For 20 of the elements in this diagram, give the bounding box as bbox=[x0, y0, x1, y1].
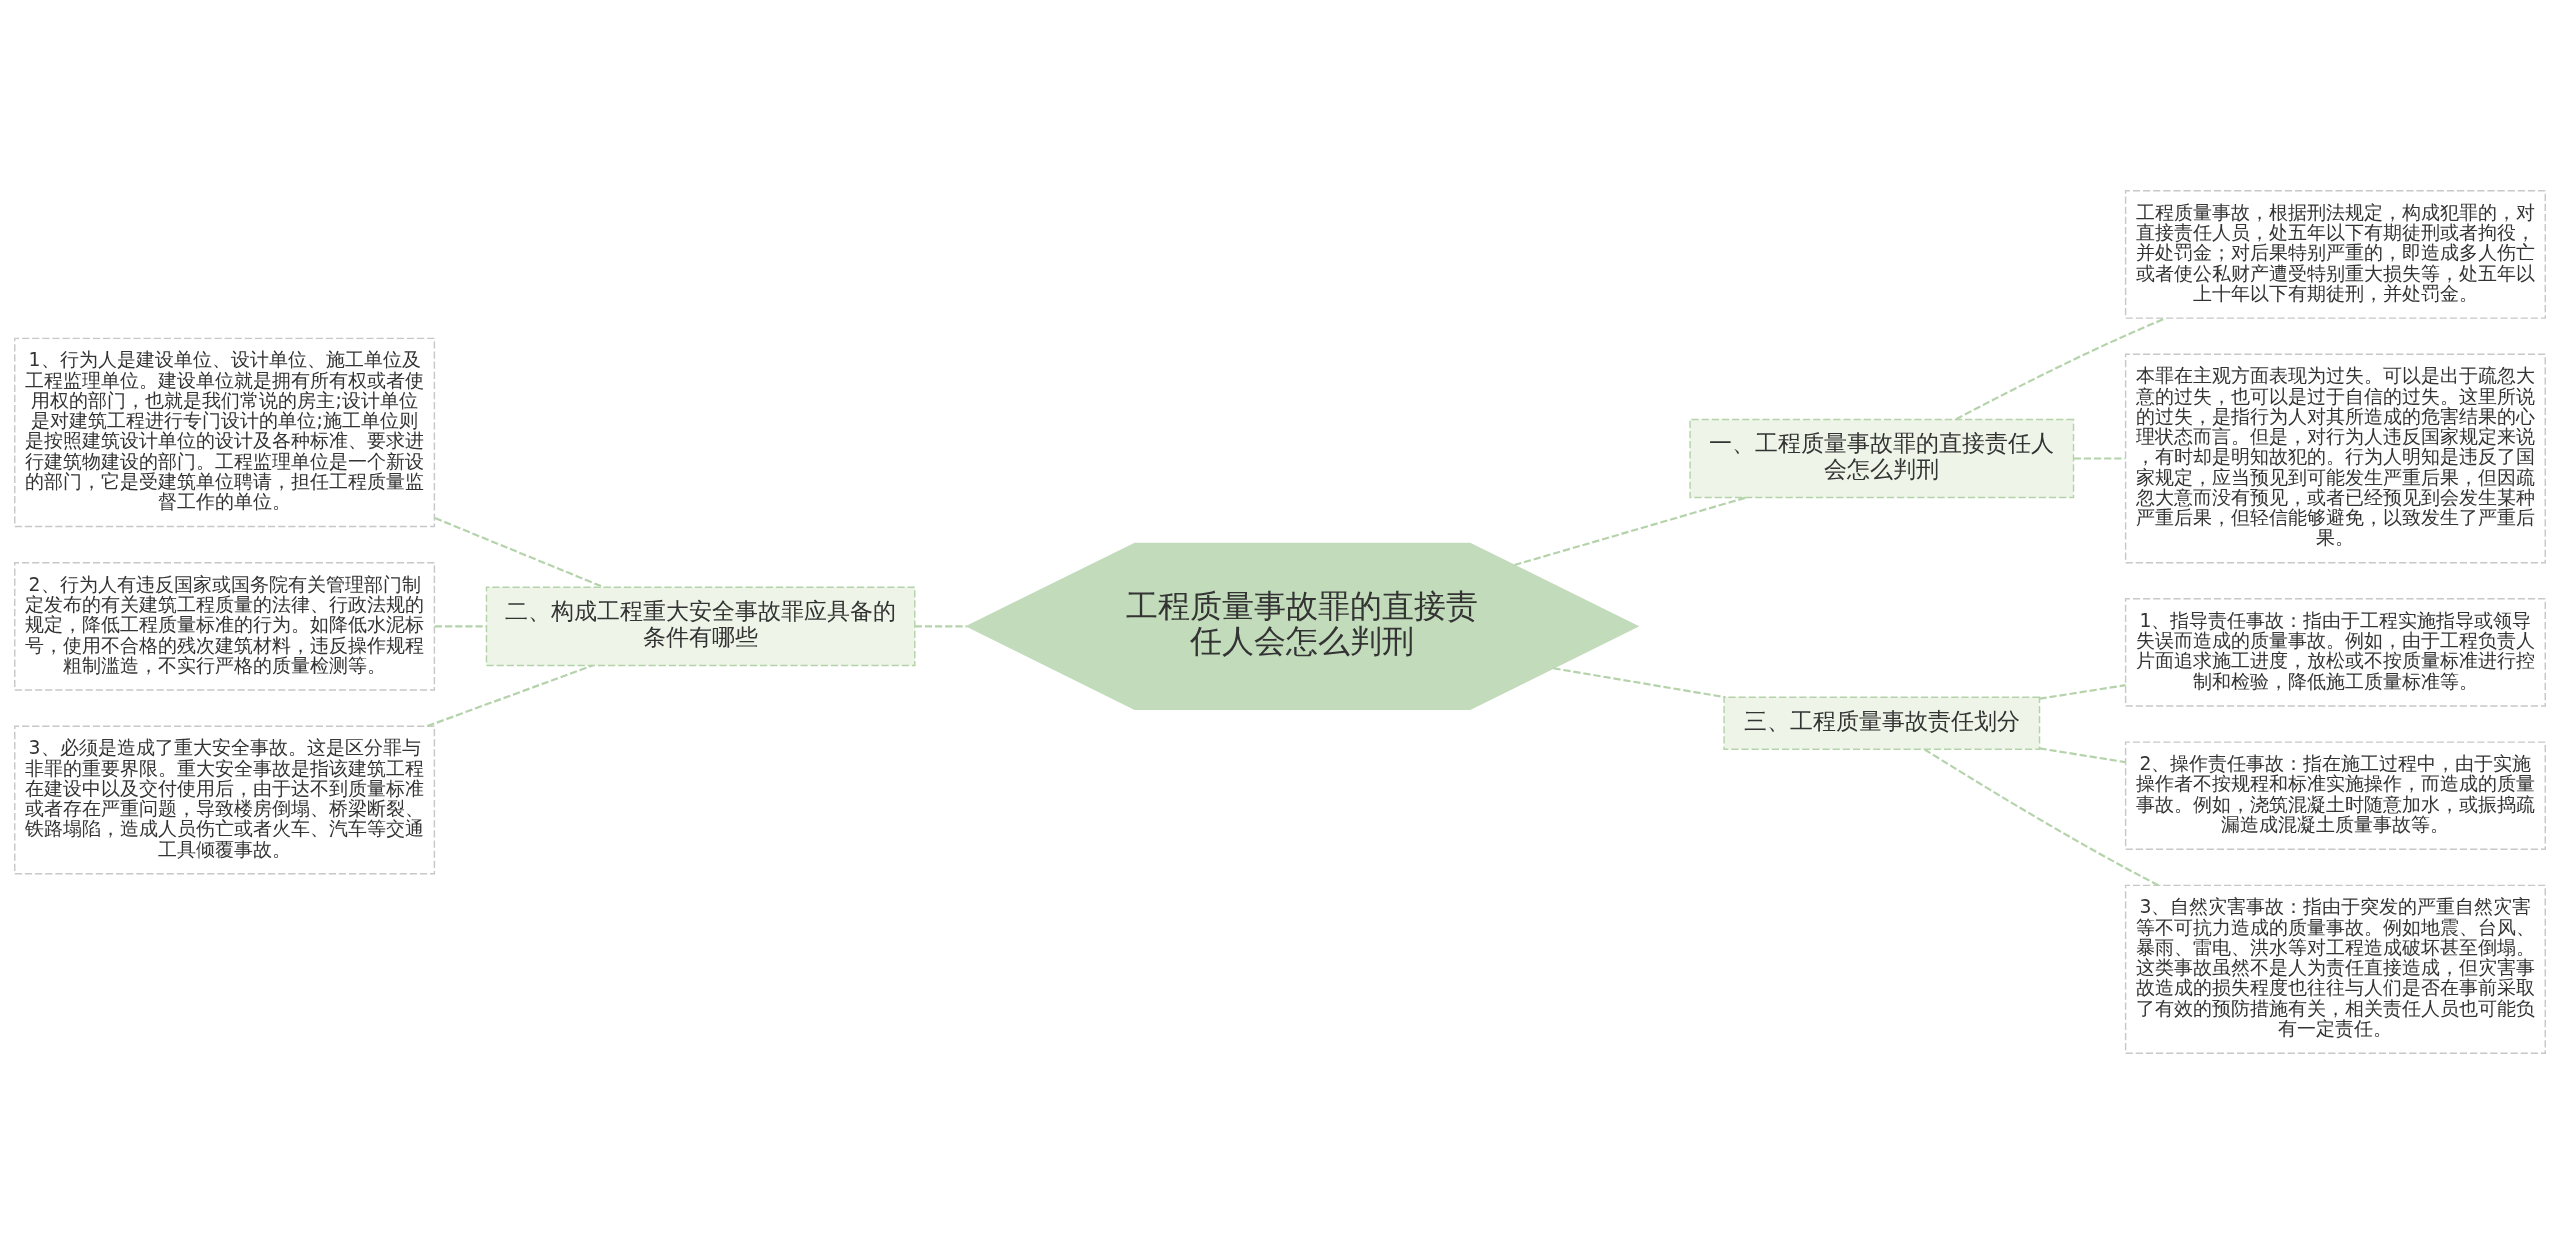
connector bbox=[1924, 748, 2159, 887]
node-box: 3、必须是造成了重大安全事故。这是区分罪与非罪的重要界限。重大安全事故是指该建筑工程在建设中以及交付使用后，由于达不到质量标准或者存在严重问题，导致楼房倒塌、桥梁断裂、铁路塌陷，造成人员伤亡或者火车、汽车等交通工具倾覆事故。 bbox=[14, 725, 436, 875]
connector bbox=[2039, 747, 2126, 764]
connector bbox=[427, 664, 594, 728]
node-box: 本罪在主观方面表现为过失。可以是出于疏忽大意的过失，也可以是过于自信的过失。这里所说的过失，是指行为人对其所造成的危害结果的心理状态而言。但是，对行为人违反国家规定来说，有时却是明知故犯的。行为人明知是违反了国家规定，应当预见到可能发生严重后果，但因疏忽大意而没有预见，或者已经预见到会发生某种严重后果，但轻信能够避免，以致发生了严重后果。 bbox=[2124, 353, 2546, 564]
node-box: 三、工程质量事故责任划分 bbox=[1723, 696, 2041, 751]
connector bbox=[914, 625, 967, 628]
connector bbox=[2073, 457, 2126, 460]
node-box: 3、自然灾害事故：指由于突发的严重自然灾害等不可抗力造成的质量事故。例如地震、台风、暴雨、雷电、洪水等对工程造成破坏甚至倒塌。这类事故虽然不是人为责任直接造成，但灾害事故造成的损失程度也往往与人们是否在事前采取了有效的预防措施有关，相关责任人员也可能负有一定责任。 bbox=[2124, 884, 2546, 1054]
node-box: 一、工程质量事故罪的直接责任人会怎么判刑 bbox=[1689, 418, 2075, 499]
node-box: 1、行为人是建设单位、设计单位、施工单位及工程监理单位。建设单位就是拥有所有权或者使用权的部门，也就是我们常说的房主;设计单位是对建筑工程进行专门设计的单位;施工单位则是按照建筑设计单位的设计及各种标准、要求进行建筑物建设的部门。工程监理单位是一个新设的部门，它是受建筑单位聘请，担任工程质量监督工作的单位。 bbox=[14, 337, 436, 528]
node-box: 2、操作责任事故：指在施工过程中，由于实施操作者不按规程和标准实施操作，而造成的质量事故。例如，浇筑混凝土时随意加水，或振捣疏漏造成混凝土质量事故等。 bbox=[2124, 741, 2546, 850]
node-box: 1、指导责任事故：指由于工程实施指导或领导失误而造成的质量事故。例如，由于工程负责人片面追求施工进度，放松或不按质量标准进行控制和检验，降低施工质量标准等。 bbox=[2124, 598, 2546, 707]
node-box: 工程质量事故，根据刑法规定，构成犯罪的，对直接责任人员，处五年以下有期徒刑或者拘役，并处罚金；对后果特别严重的，即造成多人伤亡或者使公私财产遭受特别重大损失等，处五年以上十年以下有期徒刑，并处罚金。 bbox=[2124, 190, 2546, 319]
connector bbox=[1553, 667, 1726, 699]
node-box: 二、构成工程重大安全事故罪应具备的条件有哪些 bbox=[485, 586, 916, 667]
connector bbox=[2039, 684, 2126, 700]
node-box: 2、行为人有违反国家或国务院有关管理部门制定发布的有关建筑工程质量的法律、行政法规的规定，降低工程质量标准的行为。如降低水泥标号，使用不合格的残次建筑材料，违反操作规程粗制滥造，不实行严格的质量检测等。 bbox=[14, 561, 436, 691]
connector bbox=[434, 517, 605, 589]
connector bbox=[1514, 496, 1747, 567]
